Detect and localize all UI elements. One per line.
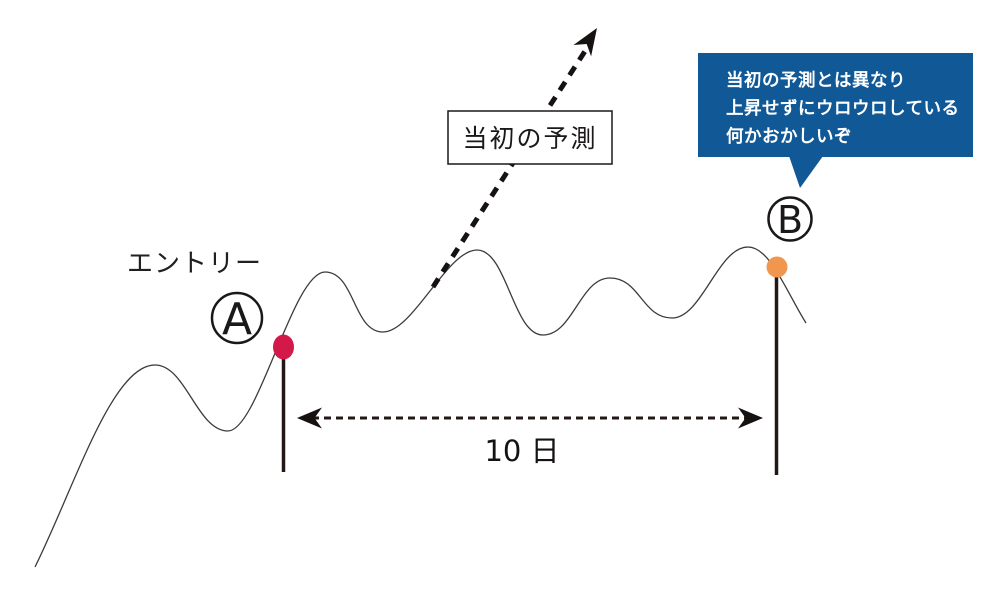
speech-bubble-line-1: 当初の予測とは異なり xyxy=(726,70,906,91)
point-a-circle xyxy=(210,291,264,345)
entry-label: エントリー xyxy=(127,249,262,279)
duration-arrowhead-right-icon xyxy=(738,407,763,429)
speech-bubble xyxy=(698,53,973,157)
price-curve xyxy=(34,246,807,568)
prediction-arrowhead-icon xyxy=(573,28,597,57)
exit-point-dot xyxy=(766,256,788,278)
speech-bubble-line-3: 何かおかしいぞ xyxy=(726,126,852,147)
speech-bubble-line-2: 上昇せずにウロウロしている xyxy=(726,99,959,119)
duration-label: 10 日 xyxy=(484,434,559,468)
speech-bubble-tail xyxy=(789,156,823,188)
point-b-circle xyxy=(767,196,813,242)
prediction-label-box xyxy=(447,110,613,165)
duration-arrowhead-left-icon xyxy=(297,407,322,429)
prediction-label: 当初の予測 xyxy=(462,124,597,153)
prediction-arrow-line xyxy=(430,43,592,289)
point-b-label: B xyxy=(777,198,803,242)
entry-point-dot xyxy=(273,334,294,360)
point-a-label: A xyxy=(222,294,252,345)
